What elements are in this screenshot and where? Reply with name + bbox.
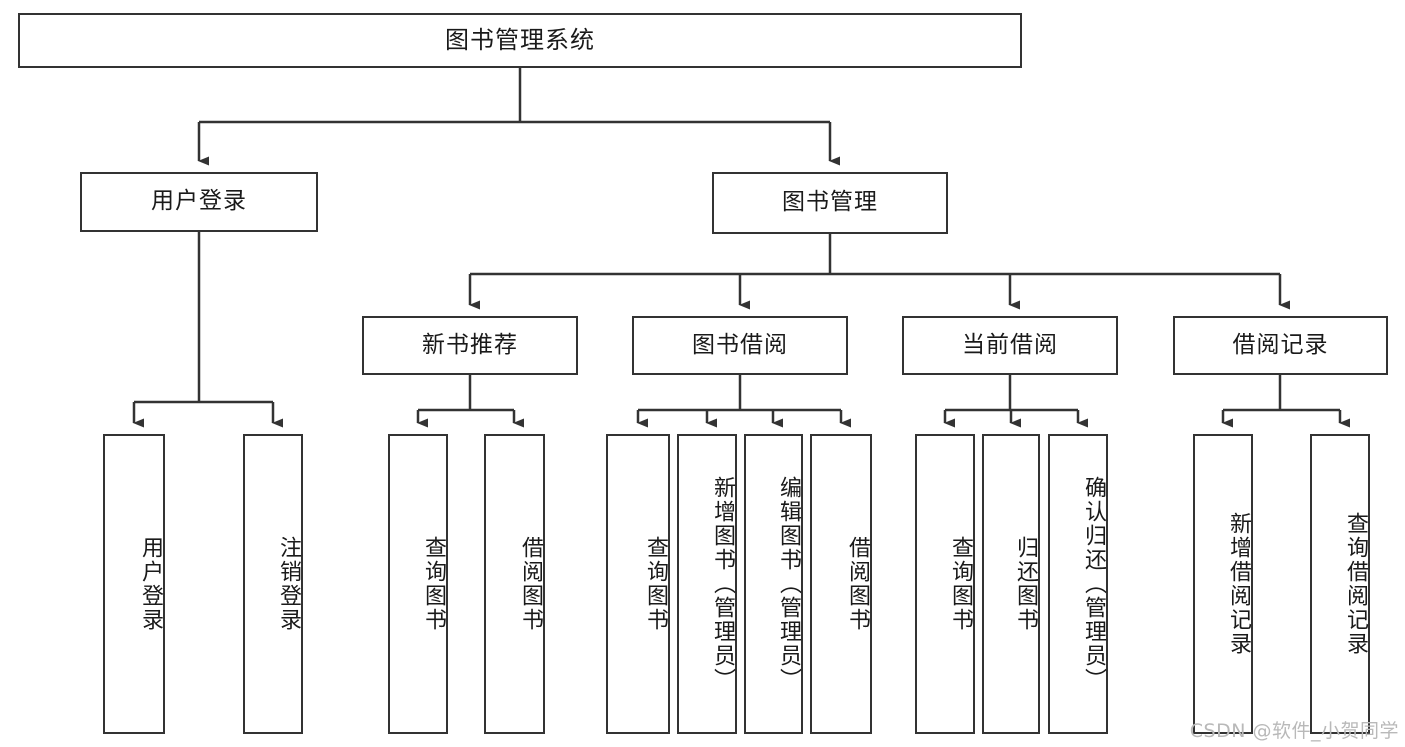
- node-current-borrow[interactable]: 当前借阅: [902, 316, 1118, 375]
- node-root-label: 图书管理系统: [445, 26, 595, 55]
- node-leaf-query-book-2[interactable]: 查询图书: [606, 434, 670, 734]
- node-leaf-user-logout-label: 注销登录: [276, 536, 301, 632]
- node-leaf-borrow-book-1-label: 借阅图书: [518, 536, 543, 632]
- node-user-login-label: 用户登录: [151, 188, 247, 215]
- node-borrow-record[interactable]: 借阅记录: [1173, 316, 1388, 375]
- node-user-login[interactable]: 用户登录: [80, 172, 318, 232]
- node-borrow-record-label: 借阅记录: [1232, 331, 1329, 358]
- watermark-text: CSDN @软件_小贺同学: [1189, 720, 1399, 742]
- node-new-book-recommend-label: 新书推荐: [422, 331, 518, 358]
- node-leaf-query-book-2-label: 查询图书: [643, 536, 668, 632]
- node-leaf-user-login[interactable]: 用户登录: [103, 434, 165, 734]
- node-book-manage[interactable]: 图书管理: [712, 172, 948, 234]
- node-leaf-return-book[interactable]: 归还图书: [982, 434, 1040, 734]
- node-leaf-add-borrow-record-label: 新增借阅记录: [1226, 512, 1251, 656]
- node-leaf-confirm-return-admin[interactable]: 确认归还（管理员）: [1048, 434, 1108, 734]
- node-leaf-query-borrow-record[interactable]: 查询借阅记录: [1310, 434, 1370, 734]
- node-current-borrow-label: 当前借阅: [962, 331, 1058, 358]
- node-leaf-user-logout[interactable]: 注销登录: [243, 434, 303, 734]
- node-leaf-user-login-label: 用户登录: [138, 536, 163, 632]
- node-leaf-confirm-return-admin-label: 确认归还（管理员）: [1081, 476, 1106, 692]
- node-leaf-add-book-admin-label: 新增图书（管理员）: [710, 476, 735, 692]
- node-leaf-add-borrow-record[interactable]: 新增借阅记录: [1193, 434, 1253, 734]
- node-new-book-recommend[interactable]: 新书推荐: [362, 316, 578, 375]
- node-leaf-query-book-1[interactable]: 查询图书: [388, 434, 448, 734]
- node-leaf-borrow-book-2-label: 借阅图书: [845, 536, 870, 632]
- node-root[interactable]: 图书管理系统: [18, 13, 1022, 68]
- node-book-manage-label: 图书管理: [782, 189, 878, 216]
- node-leaf-return-book-label: 归还图书: [1013, 536, 1038, 632]
- node-leaf-add-book-admin[interactable]: 新增图书（管理员）: [677, 434, 737, 734]
- node-leaf-query-book-3-label: 查询图书: [948, 536, 973, 632]
- node-leaf-borrow-book-1[interactable]: 借阅图书: [484, 434, 545, 734]
- node-leaf-borrow-book-2[interactable]: 借阅图书: [810, 434, 872, 734]
- node-leaf-edit-book-admin[interactable]: 编辑图书（管理员）: [744, 434, 803, 734]
- node-leaf-edit-book-admin-label: 编辑图书（管理员）: [776, 476, 801, 692]
- node-book-borrow[interactable]: 图书借阅: [632, 316, 848, 375]
- node-leaf-query-book-1-label: 查询图书: [421, 536, 446, 632]
- node-leaf-query-book-3[interactable]: 查询图书: [915, 434, 975, 734]
- node-leaf-query-borrow-record-label: 查询借阅记录: [1343, 512, 1368, 656]
- node-book-borrow-label: 图书借阅: [692, 331, 788, 358]
